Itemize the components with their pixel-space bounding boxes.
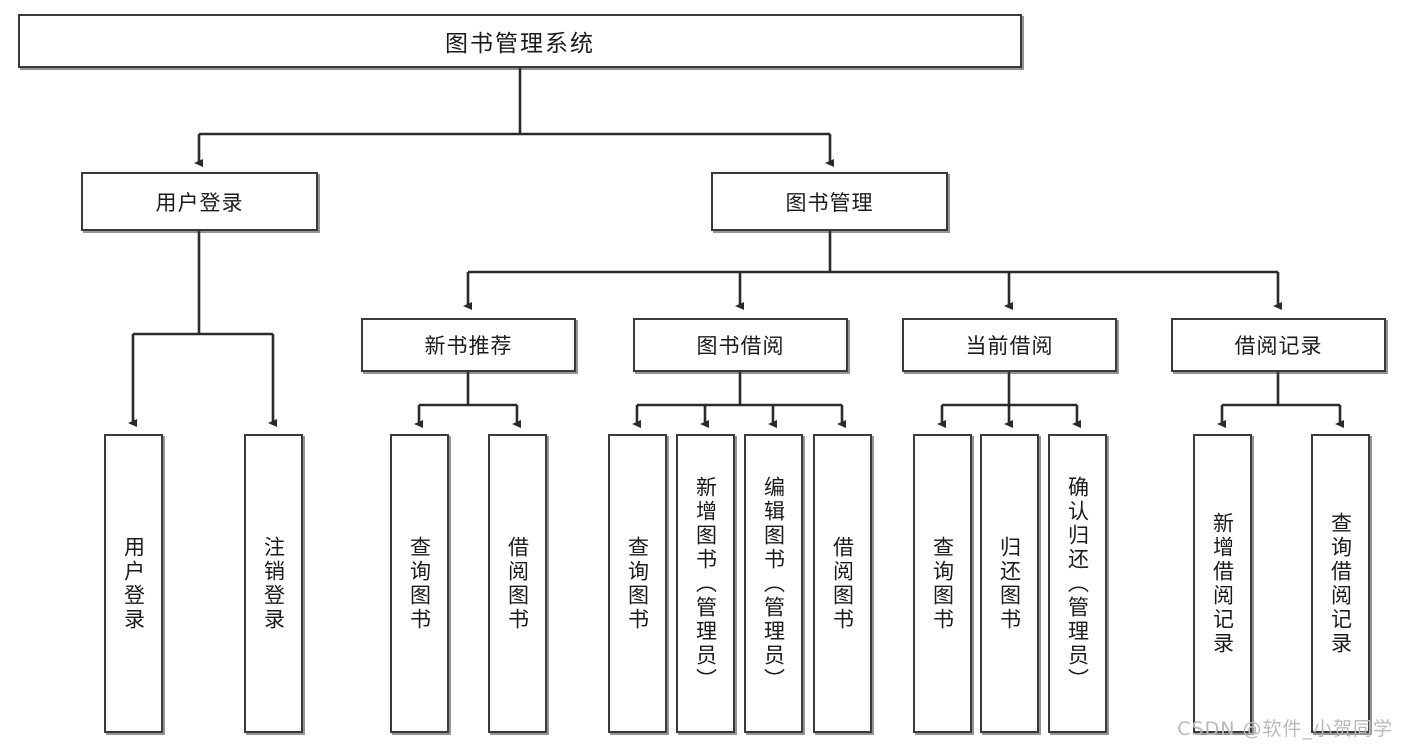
node-label: 当前借阅 <box>965 334 1054 358</box>
node-leaf-add-borrow-record[interactable]: 新增借阅记录 <box>1193 434 1252 733</box>
node-label: 归还图书 <box>997 535 1022 632</box>
node-leaf-query-book-recommend[interactable]: 查询图书 <box>390 434 449 733</box>
node-label: 新增借阅记录 <box>1210 511 1235 656</box>
node-label: 注销登录 <box>261 535 286 632</box>
node-leaf-query-book-borrow[interactable]: 查询图书 <box>608 434 667 733</box>
node-label: 查询借阅记录 <box>1328 511 1353 656</box>
node-current-borrow[interactable]: 当前借阅 <box>902 318 1117 372</box>
node-borrow-record[interactable]: 借阅记录 <box>1171 318 1386 372</box>
watermark-text: CSDN @软件_小贺同学 <box>1177 718 1393 740</box>
node-leaf-borrow-book-recommend[interactable]: 借阅图书 <box>488 434 547 733</box>
node-root-system[interactable]: 图书管理系统 <box>18 14 1022 68</box>
node-leaf-add-book-admin[interactable]: 新增图书（管理员） <box>676 434 735 733</box>
node-label: 查询图书 <box>930 535 955 632</box>
node-label: 借阅图书 <box>505 535 530 632</box>
node-label: 编辑图书（管理员） <box>761 475 786 692</box>
node-label: 查询图书 <box>407 535 432 632</box>
node-label: 图书管理 <box>785 190 874 215</box>
node-book-management[interactable]: 图书管理 <box>711 172 948 231</box>
node-new-book-recommend[interactable]: 新书推荐 <box>361 318 576 372</box>
node-label: 图书管理系统 <box>445 31 595 57</box>
node-leaf-return-book[interactable]: 归还图书 <box>980 434 1039 733</box>
node-leaf-user-login[interactable]: 用户登录 <box>104 434 163 733</box>
node-label: 用户登录 <box>121 535 146 632</box>
node-label: 新增图书（管理员） <box>693 475 718 692</box>
node-label: 新书推荐 <box>424 334 513 358</box>
node-leaf-edit-book-admin[interactable]: 编辑图书（管理员） <box>744 434 803 733</box>
node-leaf-borrow-book[interactable]: 借阅图书 <box>813 434 872 733</box>
node-user-login[interactable]: 用户登录 <box>81 172 318 231</box>
node-label: 借阅记录 <box>1234 334 1323 358</box>
node-label: 用户登录 <box>155 190 244 215</box>
node-leaf-confirm-return-admin[interactable]: 确认归还（管理员） <box>1048 434 1107 733</box>
node-book-borrow[interactable]: 图书借阅 <box>633 318 848 372</box>
node-leaf-query-book-current[interactable]: 查询图书 <box>913 434 972 733</box>
node-label: 图书借阅 <box>696 334 785 358</box>
node-leaf-query-borrow-record[interactable]: 查询借阅记录 <box>1311 434 1370 733</box>
node-leaf-logout[interactable]: 注销登录 <box>244 434 303 733</box>
node-label: 借阅图书 <box>830 535 855 632</box>
node-label: 确认归还（管理员） <box>1065 475 1090 692</box>
node-label: 查询图书 <box>625 535 650 632</box>
